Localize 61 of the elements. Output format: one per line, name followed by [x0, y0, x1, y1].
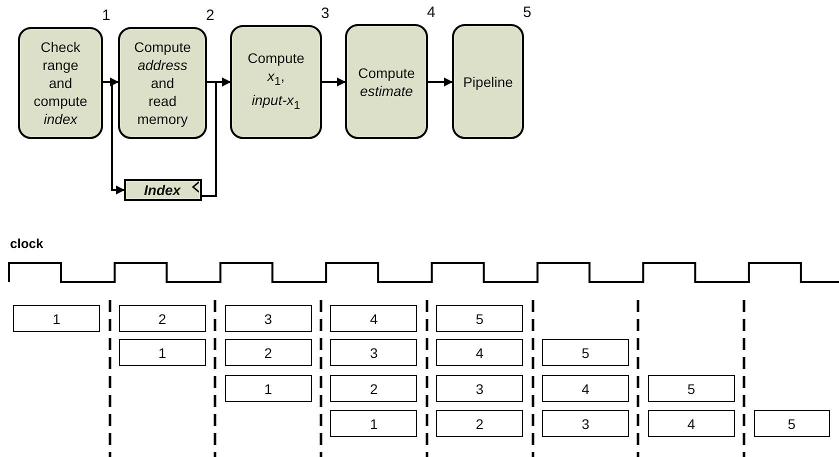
- pipeline-slot-box: [436, 305, 524, 332]
- node-text: 2: [370, 380, 378, 396]
- node-text: Pipeline: [463, 72, 513, 90]
- arrow: [202, 78, 231, 197]
- stage-number: 1: [102, 7, 110, 24]
- stage-number: 5: [523, 4, 532, 21]
- pipeline-slot-box: [13, 305, 100, 332]
- register-box: [124, 179, 202, 201]
- pipeline-slot-box: [118, 305, 206, 332]
- node-text: 4: [582, 380, 590, 396]
- node-text: 1: [158, 344, 166, 360]
- pipeline-slot-box: [648, 410, 735, 437]
- pipeline-slot-box: [436, 375, 524, 402]
- node-text: 3: [370, 344, 378, 360]
- node-text: Index: [144, 182, 181, 198]
- node-text: 5: [582, 344, 590, 360]
- node-text: 3: [264, 310, 272, 326]
- pipeline-slot-box: [330, 410, 418, 437]
- pipeline-slot-box: [436, 339, 524, 366]
- pipeline-slot-box: [436, 410, 524, 437]
- node-text: 5: [476, 310, 484, 326]
- node-text: 4: [687, 416, 696, 432]
- process-box: [230, 25, 322, 139]
- node-text: 4: [370, 310, 378, 326]
- arrow: [428, 78, 453, 86]
- pipeline-slot-box: [330, 305, 418, 332]
- arrow: [322, 78, 346, 86]
- pipeline-slot-box: [224, 305, 312, 332]
- stage-number: 2: [206, 7, 214, 24]
- stage-number: 4: [427, 4, 436, 21]
- node-text: Compute address and read memory: [133, 38, 192, 128]
- node-text: Compute x$_{1}$, input-x$_{1}$: [246, 49, 306, 114]
- node-text: 5: [788, 416, 796, 432]
- stage-number: 3: [321, 5, 330, 22]
- pipeline-slot-box: [648, 375, 735, 402]
- pipeline-slot-box: [224, 375, 312, 402]
- node-text: Compute estimate: [357, 64, 416, 100]
- pipeline-slot-box: [542, 375, 629, 402]
- node-text: 2: [476, 416, 484, 432]
- node-text: 2: [264, 344, 272, 360]
- pipeline-slot-box: [542, 339, 629, 366]
- pipeline-slot-box: [754, 410, 830, 437]
- node-text: 5: [687, 380, 696, 396]
- process-box: [345, 24, 428, 139]
- pipeline-slot-box: [330, 375, 418, 402]
- node-text: 4: [476, 344, 484, 360]
- process-box: [18, 27, 103, 139]
- pipeline-slot-box: [118, 339, 206, 366]
- pipeline-slot-box: [224, 339, 312, 366]
- node-text: 3: [582, 416, 590, 432]
- process-box: [118, 27, 207, 139]
- node-text: 1: [264, 380, 272, 396]
- pipeline-slot-box: [542, 410, 629, 437]
- node-text: 3: [476, 380, 484, 396]
- pipeline-slot-box: [330, 339, 418, 366]
- process-box: [452, 24, 524, 139]
- node-text: Check range and compute index: [32, 38, 88, 128]
- node-text: 1: [52, 310, 60, 326]
- node-text: 2: [158, 310, 166, 326]
- node-text: 1: [370, 416, 378, 432]
- signal-name: clock: [10, 236, 44, 251]
